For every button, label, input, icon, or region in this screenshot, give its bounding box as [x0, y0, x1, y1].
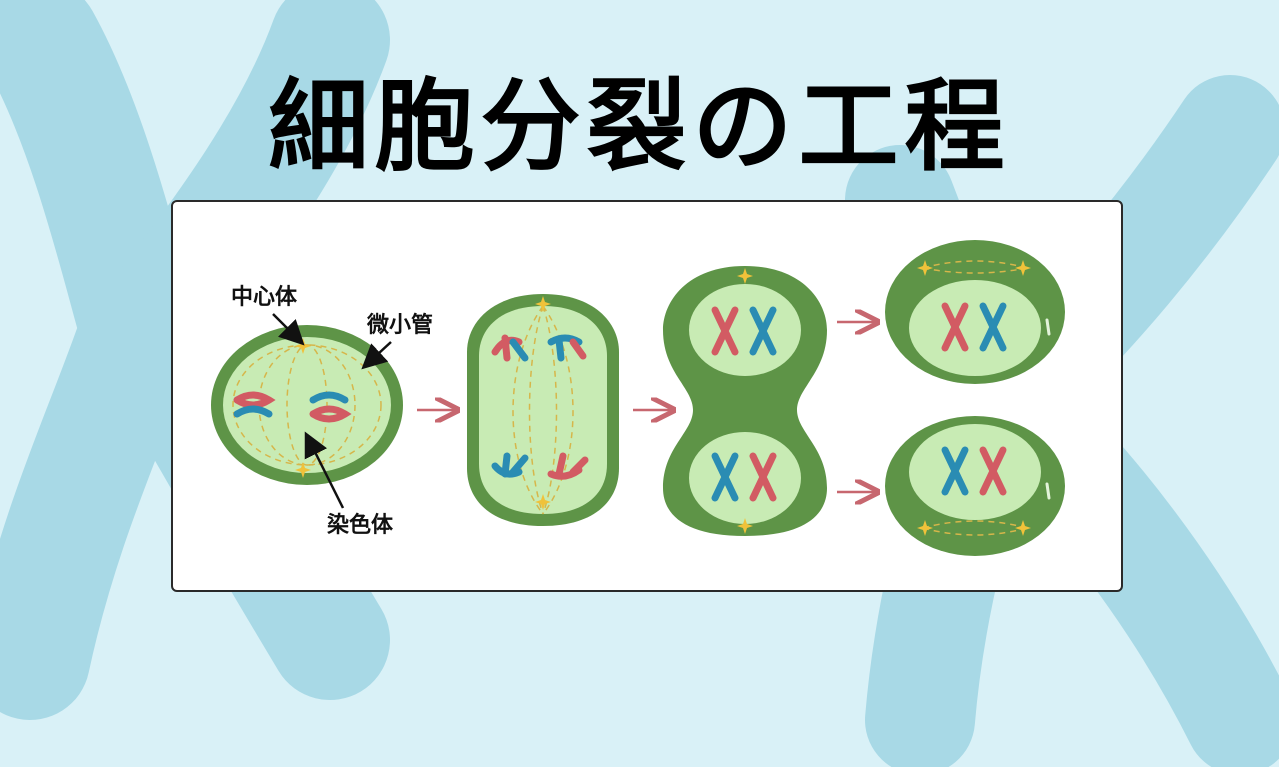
cell-division-diagram: 中心体 微小管 染色体	[211, 240, 1065, 556]
diagram-panel: 中心体 微小管 染色体	[171, 200, 1123, 592]
chromosomes-daughter-bottom	[941, 446, 1007, 496]
daughter-cell-bottom	[885, 416, 1065, 556]
label-centrosome: 中心体	[231, 285, 298, 310]
chromosomes-stage-3	[711, 306, 777, 502]
stage-3-cell	[663, 266, 827, 536]
chromosomes-stage-1	[233, 391, 352, 423]
stage-2-cell	[467, 294, 619, 526]
chromosomes-daughter-top	[941, 302, 1007, 352]
chromosomes-stage-2	[491, 334, 589, 480]
label-chromosome: 染色体	[327, 512, 394, 538]
label-microtubule: 微小管	[366, 312, 433, 338]
daughter-cell-top	[885, 240, 1065, 384]
page-title: 細胞分裂の工程	[268, 68, 1011, 185]
stage-1-cell	[211, 325, 403, 485]
